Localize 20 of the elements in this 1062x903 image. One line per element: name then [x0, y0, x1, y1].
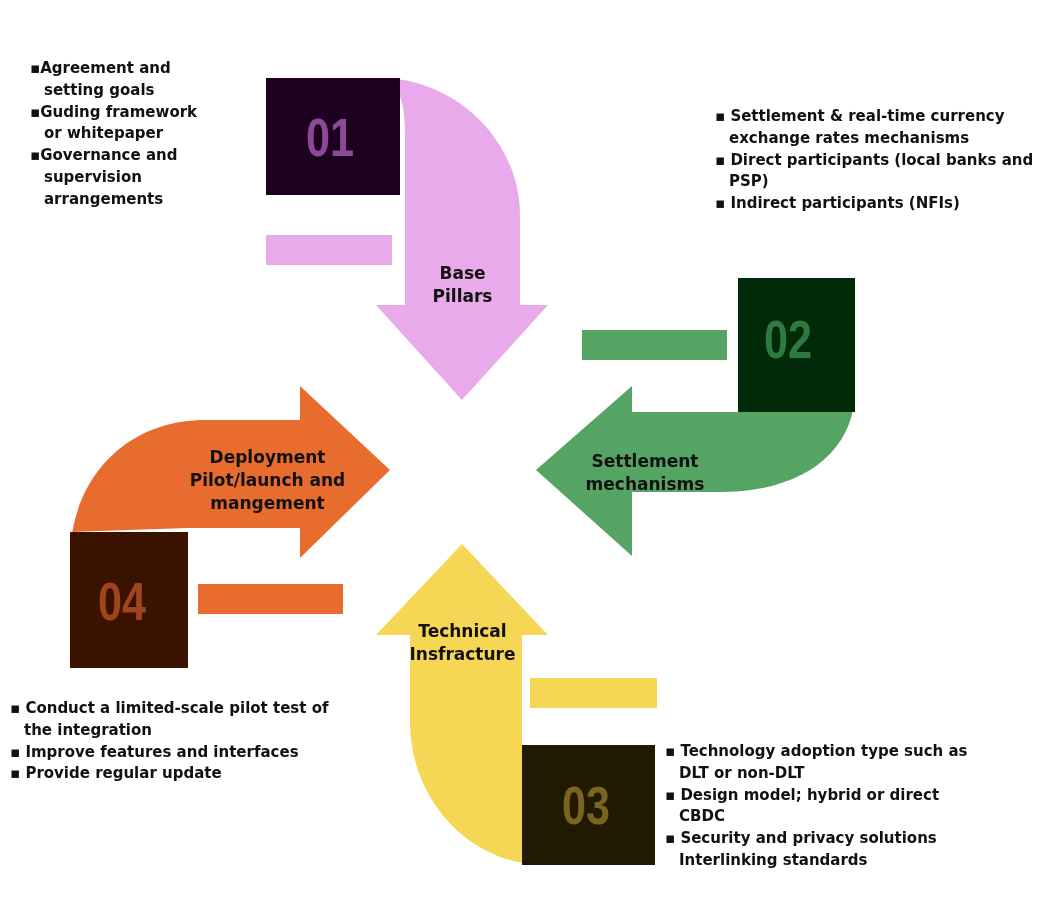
step-title: Base Pillars — [431, 262, 494, 308]
bullet-item: ▪ Indirect participants (NFIs) — [715, 193, 961, 214]
bullet-item: ▪ Direct participants (local banks and PSP) — [715, 149, 1035, 193]
bullet-item: ▪ Settlement & real-time currency exchange rates mechanisms — [715, 106, 1006, 149]
bullet-item: ▪ Security and privacy solutions Interlinking standards — [665, 828, 938, 871]
bullet-item: ▪Guding framework or whitepaper — [30, 101, 199, 145]
step-number: 01 — [306, 110, 355, 164]
bullet-item: ▪ Conduct a limited-scale pilot test of the integration — [10, 698, 330, 741]
bullet-item: ▪ Technology adoption type such as DLT or non-DLT — [665, 741, 969, 784]
bullet-item: ▪ Design model; hybrid or direct CBDC — [665, 784, 941, 828]
bullet-item: ▪Agreement and setting goals — [30, 58, 172, 101]
step-title: Settlement mechanisms — [584, 450, 706, 496]
step-number: 04 — [98, 574, 147, 628]
step-number: 03 — [562, 778, 611, 832]
bullet-item: ▪ Provide regular update — [10, 763, 223, 785]
bullet-item: ▪Governance and supervision arrangements — [30, 145, 179, 210]
step-number: 02 — [764, 312, 813, 366]
bullet-item: ▪ Improve features and interfaces — [10, 741, 300, 763]
step-title: Technical Insfracture — [408, 620, 517, 666]
step-title: Deployment Pilot/launch and mangement — [188, 446, 347, 515]
